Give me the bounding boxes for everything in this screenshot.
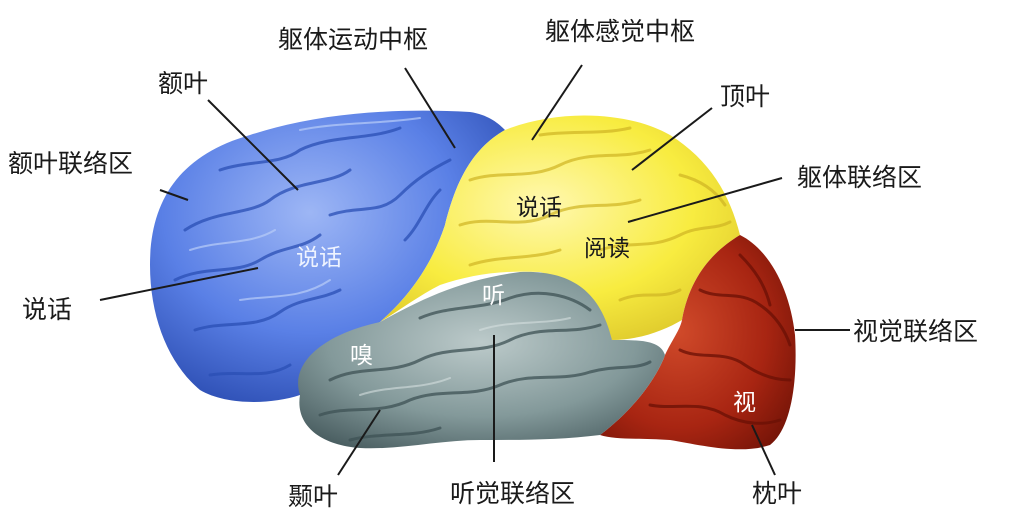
label-auditory-association: 听觉联络区 [450, 479, 575, 508]
label-frontal-lobe: 额叶 [158, 69, 208, 98]
label-smell: 嗅 [350, 343, 373, 369]
label-frontal-association: 额叶联络区 [8, 149, 133, 178]
label-occipital-lobe: 枕叶 [752, 479, 802, 508]
label-speech-parietal: 说话 [516, 195, 562, 221]
label-temporal-lobe: 颞叶 [288, 482, 338, 511]
label-visual-association: 视觉联络区 [853, 317, 978, 346]
label-motor-center: 躯体运动中枢 [278, 25, 428, 54]
label-sensory-center: 躯体感觉中枢 [545, 17, 695, 46]
label-speech: 说话 [22, 295, 72, 324]
label-speech-frontal: 说话 [296, 245, 342, 271]
label-hearing: 听 [482, 283, 505, 309]
label-reading: 阅读 [584, 236, 630, 262]
label-parietal-lobe: 顶叶 [720, 82, 770, 111]
label-vision: 视 [733, 390, 756, 416]
label-somatic-association: 躯体联络区 [797, 163, 922, 192]
